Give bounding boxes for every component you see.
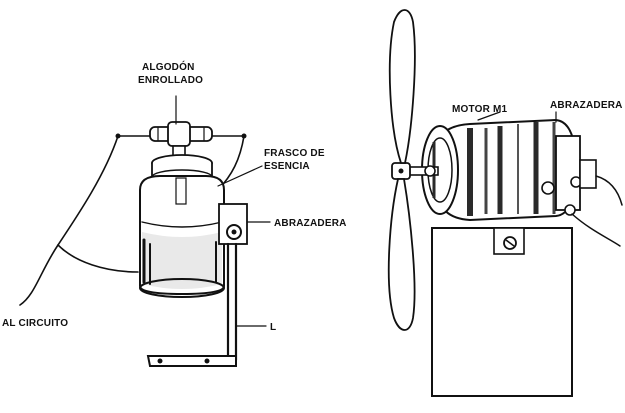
- leader-frasco: [217, 165, 263, 187]
- label-al-circuito: AL CIRCUITO: [2, 318, 68, 329]
- label-algodon-1: ALGODÓN: [142, 60, 195, 73]
- propeller-blade-top: [388, 9, 416, 164]
- label-l: L: [270, 322, 276, 333]
- motor-fan-assembly: [387, 9, 623, 397]
- l-bracket-foot: [146, 355, 237, 367]
- label-frasco-2: ESENCIA: [264, 161, 310, 172]
- circuit-wire-left: [19, 135, 119, 306]
- circuit-wire-lower: [57, 244, 139, 273]
- label-algodon-2: ENROLLADO: [138, 75, 203, 86]
- label-motor: MOTOR M1: [452, 104, 508, 115]
- cotton-tube-center: [167, 121, 191, 147]
- label-frasco-1: FRASCO DE: [264, 148, 325, 159]
- motor-wire-1: [595, 175, 623, 206]
- clamp-right: [555, 135, 581, 211]
- flask-base: [139, 278, 225, 298]
- motor-wire-2: [571, 213, 621, 247]
- label-abrazadera-right: ABRAZADERA: [550, 100, 623, 111]
- leader-motor: [477, 111, 501, 121]
- essence-flask-assembly: [19, 95, 271, 367]
- propeller-blade-bottom: [387, 178, 416, 331]
- label-abrazadera-left: ABRAZADERA: [274, 218, 347, 229]
